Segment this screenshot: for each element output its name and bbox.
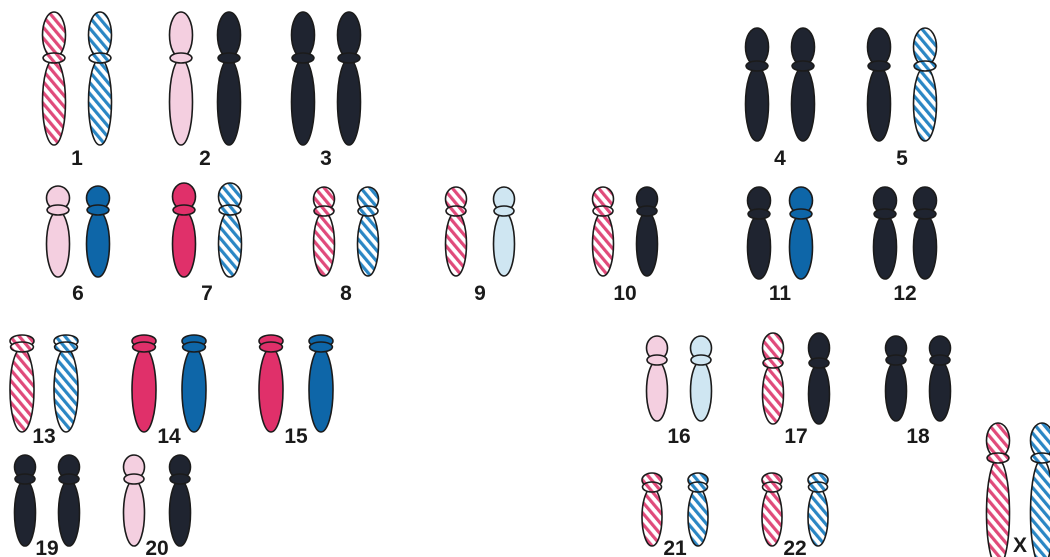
- chromosome-maternal: [259, 335, 283, 432]
- chromosome-pair-13: 13: [10, 335, 78, 448]
- pair-label: 15: [284, 425, 308, 448]
- pair-label: 13: [32, 425, 55, 448]
- chromosome-maternal: [43, 12, 66, 145]
- chromosome-paternal: [688, 473, 708, 546]
- chromosome-pair-2: 2: [170, 12, 241, 170]
- chromosome-maternal: [593, 187, 614, 276]
- pair-label: 3: [320, 147, 332, 170]
- chromosome-paternal: [54, 335, 78, 432]
- chromosome-maternal: [886, 336, 907, 421]
- chromosome-paternal: [309, 335, 333, 432]
- pair-label: 14: [157, 425, 181, 448]
- chromosome-pair-11: 11: [748, 187, 813, 305]
- pair-label: 10: [613, 282, 636, 305]
- chromosome-pair-x: X: [987, 423, 1050, 557]
- chromosome-pair-14: 14: [132, 335, 206, 448]
- pair-label: 6: [72, 282, 84, 305]
- pair-label: 11: [769, 282, 792, 305]
- chromosome-paternal: [338, 12, 361, 145]
- chromosome-paternal: [930, 336, 951, 421]
- pair-label: 16: [667, 425, 690, 448]
- chromosome-pair-9: 9: [446, 187, 515, 305]
- chromosome-maternal: [15, 455, 36, 546]
- chromosome-maternal: [746, 28, 769, 141]
- chromosome-maternal: [762, 473, 782, 546]
- chromosome-paternal: [89, 12, 112, 145]
- chromosome-pair-6: 6: [47, 186, 110, 305]
- pair-label: 22: [783, 537, 806, 557]
- chromosome-maternal: [987, 423, 1010, 557]
- chromosome-maternal: [446, 187, 467, 276]
- chromosome-paternal: [494, 187, 515, 276]
- chromosome-pair-12: 12: [874, 187, 937, 305]
- pair-label: 1: [71, 147, 83, 170]
- chromosome-paternal: [182, 335, 206, 432]
- chromosome-pair-4: 4: [746, 28, 815, 170]
- chromosome-paternal: [914, 28, 937, 141]
- chromosome-pair-5: 5: [868, 28, 937, 170]
- chromosome-paternal: [809, 333, 830, 424]
- chromosome-maternal: [292, 12, 315, 145]
- chromosome-paternal: [170, 455, 191, 546]
- pair-label: 9: [474, 282, 486, 305]
- chromosome-pair-7: 7: [173, 183, 242, 305]
- chromosome-paternal: [1031, 423, 1050, 557]
- chromosome-pair-18: 18: [886, 336, 951, 448]
- chromosome-maternal: [647, 336, 668, 421]
- chromosome-maternal: [874, 187, 897, 279]
- chromosome-paternal: [59, 455, 80, 546]
- pair-label: 8: [340, 282, 352, 305]
- chromosome-maternal: [763, 333, 784, 424]
- pair-label: 4: [774, 147, 786, 170]
- chromosome-maternal: [173, 183, 196, 277]
- chromosome-paternal: [637, 187, 658, 276]
- chromosome-paternal: [790, 187, 813, 279]
- chromosome-paternal: [358, 187, 379, 276]
- chromosome-pair-1: 1: [43, 12, 112, 170]
- chromosome-paternal: [87, 186, 110, 277]
- pair-label: 12: [893, 282, 916, 305]
- pair-label: 21: [663, 537, 687, 557]
- chromosome-paternal: [691, 336, 712, 421]
- chromosome-maternal: [10, 335, 34, 432]
- chromosome-pair-8: 8: [314, 187, 379, 305]
- chromosome-pair-15: 15: [259, 335, 333, 448]
- chromosome-maternal: [642, 473, 662, 546]
- chromosome-maternal: [47, 186, 70, 277]
- chromosome-paternal: [219, 183, 242, 277]
- pair-label: 2: [199, 147, 211, 170]
- chromosome-paternal: [808, 473, 828, 546]
- chromosome-paternal: [914, 187, 937, 279]
- chromosome-pair-10: 10: [593, 187, 658, 305]
- pair-label: X: [1013, 534, 1027, 557]
- pair-label: 18: [906, 425, 930, 448]
- chromosome-paternal: [218, 12, 241, 145]
- chromosome-maternal: [868, 28, 891, 141]
- chromosome-paternal: [792, 28, 815, 141]
- chromosome-maternal: [314, 187, 335, 276]
- pair-label: 7: [201, 282, 213, 305]
- chromosome-maternal: [132, 335, 156, 432]
- chromosome-maternal: [124, 455, 145, 546]
- pair-label: 17: [784, 425, 807, 448]
- pair-label: 5: [896, 147, 908, 170]
- chromosome-pair-3: 3: [292, 12, 361, 170]
- pair-label: 19: [35, 537, 58, 557]
- chromosome-maternal: [170, 12, 193, 145]
- chromosome-pair-16: 16: [647, 336, 712, 448]
- chromosome-pair-21: 21: [642, 473, 708, 557]
- chromosome-pair-17: 17: [763, 333, 830, 448]
- chromosome-maternal: [748, 187, 771, 279]
- chromosome-pair-19: 19: [15, 455, 80, 557]
- pair-label: 20: [145, 537, 168, 557]
- chromosome-pair-20: 20: [124, 455, 191, 557]
- chromosome-pair-22: 22: [762, 473, 828, 557]
